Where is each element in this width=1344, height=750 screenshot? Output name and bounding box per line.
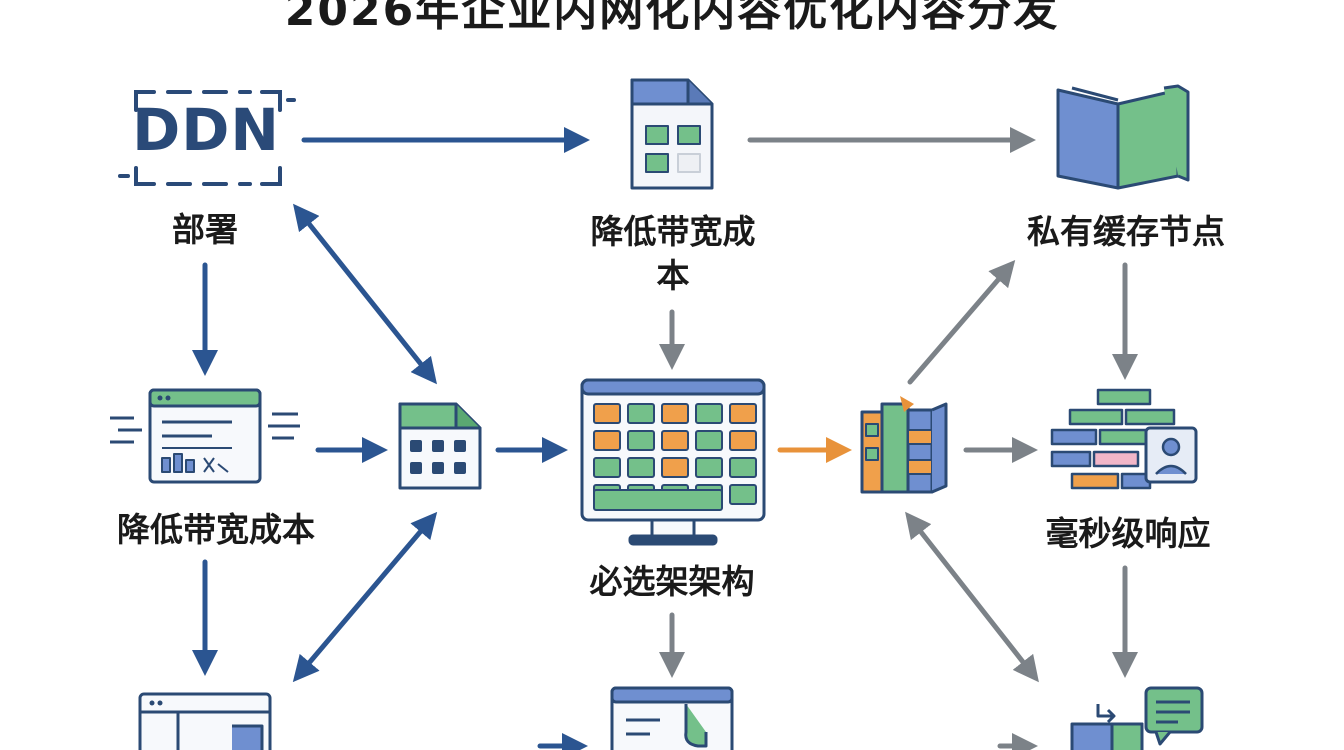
document-grid-icon [630, 78, 714, 190]
monitor-tile [729, 484, 757, 505]
ddn-logo-frame [118, 90, 296, 186]
monitor-bottom-bar [593, 489, 723, 511]
bottom-doc-icon [610, 686, 734, 750]
monitor-tile [593, 430, 621, 451]
arrow-books-chat-diag [905, 511, 1039, 683]
monitor-tile [695, 430, 723, 451]
label-deploy: 部署 [172, 210, 238, 249]
arrows [192, 127, 1138, 750]
label-ms-response: 毫秒级响应 [1045, 514, 1211, 553]
monitor-tile [661, 457, 689, 478]
bottom-chat-icon [1070, 686, 1204, 750]
monitor-tile [729, 403, 757, 424]
label-private-cache-node: 私有缓存节点 [1027, 212, 1225, 251]
label-must-architecture: 必选架架构 [589, 562, 755, 601]
monitor-tile [729, 457, 757, 478]
small-grid-document-icon [398, 402, 482, 490]
label-reduce-bandwidth-left: 降低带宽成本 [117, 510, 315, 549]
monitor-tile [593, 403, 621, 424]
monitor-tile [593, 457, 621, 478]
bottom-window-icon [138, 692, 272, 750]
browser-window-icon [110, 388, 300, 484]
monitor-tile [627, 457, 655, 478]
monitor-tile [661, 430, 689, 451]
diagram-title: 2026年企业内网化内容优化内容分发 [284, 0, 1060, 36]
monitor-tile [661, 403, 689, 424]
arrow-grid-bottom-diag [292, 511, 438, 683]
monitor-tile [729, 430, 757, 451]
label-reduce-bandwidth-top: 降低带宽成本 [590, 212, 756, 295]
ddn-logo-text: DDN [132, 96, 280, 164]
monitor-dashboard-icon [580, 378, 766, 546]
monitor-tile [695, 403, 723, 424]
arrow-ddn-grid-diag [293, 203, 437, 385]
monitor-tile [627, 430, 655, 451]
monitor-tile [627, 403, 655, 424]
arrow-books-up-diag [907, 259, 1016, 385]
books-stack-icon [860, 396, 948, 494]
open-book-icon [1056, 84, 1190, 190]
bricks-profile-icon [1050, 388, 1198, 490]
monitor-tile [695, 457, 723, 478]
